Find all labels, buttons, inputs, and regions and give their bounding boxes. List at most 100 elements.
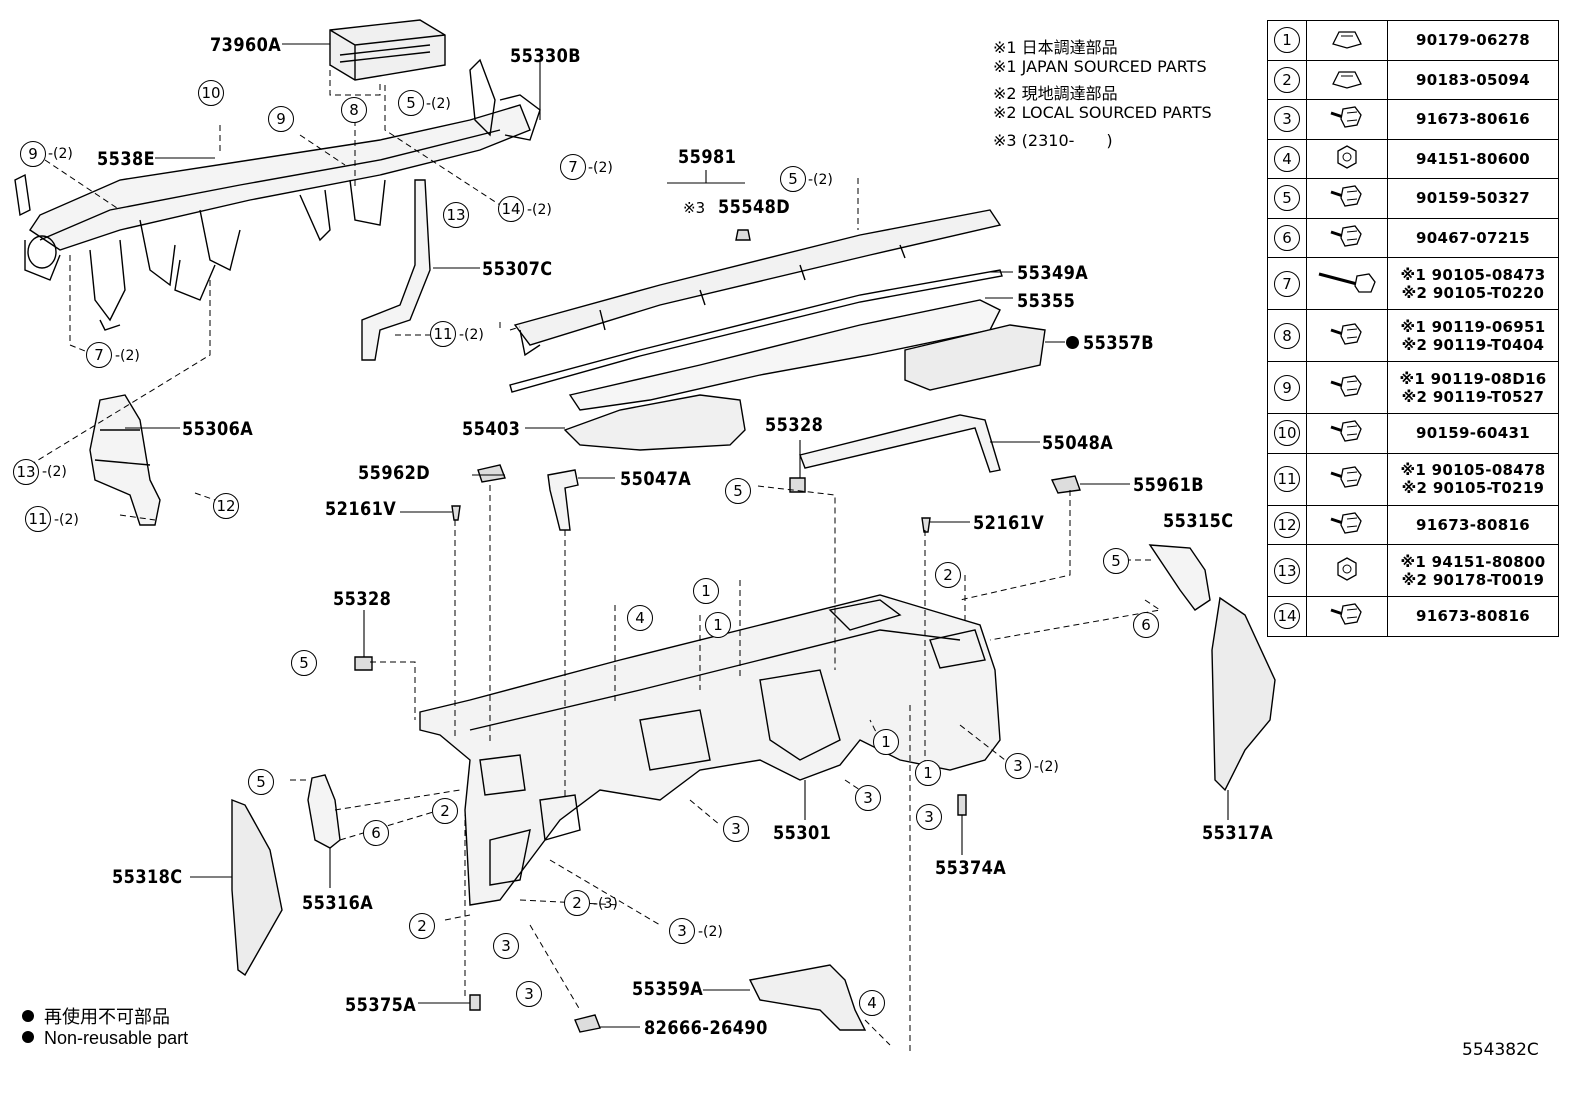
parts-table-row[interactable]: 11※1 90105-08478※2 90105-T0219 (1267, 452, 1559, 506)
callout-2[interactable]: 2 (935, 562, 961, 588)
callout-3[interactable]: 3 (916, 804, 942, 830)
part-number-cell[interactable]: 90179-06278 (1387, 20, 1559, 61)
parts-table-row[interactable]: 8※1 90119-06951※2 90119-T0404 (1267, 309, 1559, 362)
callout-13[interactable]: 13 (13, 459, 39, 485)
label-5538e[interactable]: 5538E (97, 148, 156, 170)
parts-table-row[interactable]: 2 90183-05094 (1267, 59, 1559, 100)
part-number-cell[interactable]: 90159-50327 (1387, 178, 1559, 219)
callout-11[interactable]: 11 (25, 506, 51, 532)
label-55316a[interactable]: 55316A (302, 892, 374, 914)
part-number-cell[interactable]: ※1 90105-08478※2 90105-T0219 (1387, 452, 1559, 506)
label-52161v-left[interactable]: 52161V (325, 498, 397, 520)
callout-1[interactable]: 1 (915, 760, 941, 786)
label-55359a[interactable]: 55359A (632, 978, 704, 1000)
label-55349a[interactable]: 55349A (1017, 262, 1089, 284)
callout-5[interactable]: 5 (725, 478, 751, 504)
callout-9[interactable]: 9 (268, 106, 294, 132)
legend-text: 再使用不可部品 (44, 1007, 170, 1027)
label-55048a[interactable]: 55048A (1042, 432, 1114, 454)
row-number-circle: 2 (1274, 66, 1300, 93)
label-55047a[interactable]: 55047A (620, 468, 692, 490)
callout-7[interactable]: 7 (86, 342, 112, 368)
label-55306a[interactable]: 55306A (182, 418, 254, 440)
callout-2[interactable]: 2 (409, 913, 435, 939)
label-55328-upper[interactable]: 55328 (765, 414, 824, 436)
callout-5[interactable]: 5 (1103, 548, 1129, 574)
qty-label: -(2) (426, 96, 451, 112)
callout-7[interactable]: 7 (560, 154, 586, 180)
callout-5[interactable]: 5 (398, 90, 424, 116)
part-number: ※1 90105-08478 (1400, 461, 1546, 479)
callout-6[interactable]: 6 (1133, 612, 1159, 638)
label-55962d[interactable]: 55962D (358, 462, 431, 484)
callout-4[interactable]: 4 (859, 990, 885, 1016)
callout-3[interactable]: 3 (855, 785, 881, 811)
part-number-cell[interactable]: ※1 90119-08D16※2 90119-T0527 (1387, 361, 1559, 414)
callout-9[interactable]: 9 (20, 141, 46, 167)
label-55328-lower[interactable]: 55328 (333, 588, 392, 610)
label-52161v-right[interactable]: 52161V (973, 512, 1045, 534)
parts-table-row[interactable]: 7※1 90105-08473※2 90105-T0220 (1267, 257, 1559, 310)
callout-1[interactable]: 1 (705, 612, 731, 638)
callout-3[interactable]: 3 (723, 816, 749, 842)
callout-1[interactable]: 1 (873, 729, 899, 755)
parts-table-row[interactable]: 9※1 90119-08D16※2 90119-T0527 (1267, 361, 1559, 414)
part-number-cell[interactable]: ※1 90105-08473※2 90105-T0220 (1387, 257, 1559, 310)
label-55355[interactable]: 55355 (1017, 290, 1076, 312)
label-55375a[interactable]: 55375A (345, 994, 417, 1016)
callout-3[interactable]: 3 (669, 918, 695, 944)
label-82666-26490[interactable]: 82666-26490 (644, 1017, 768, 1039)
callout-2[interactable]: 2 (432, 798, 458, 824)
label-55357b[interactable]: 55357B (1083, 332, 1155, 354)
part-number-cell[interactable]: 91673-80816 (1387, 504, 1559, 545)
callout-14[interactable]: 14 (498, 196, 524, 222)
label-55301[interactable]: 55301 (773, 822, 832, 844)
label-55330b[interactable]: 55330B (510, 45, 582, 67)
part-number-cell[interactable]: 90183-05094 (1387, 59, 1559, 100)
part-number-cell[interactable]: ※1 94151-80800※2 90178-T0019 (1387, 544, 1559, 597)
part-number-cell[interactable]: ※1 90119-06951※2 90119-T0404 (1387, 309, 1559, 362)
bracket-55306a-drawing (89, 394, 161, 526)
label-55548d[interactable]: 55548D (718, 196, 791, 218)
label-55307c[interactable]: 55307C (482, 258, 553, 280)
label-73960a[interactable]: 73960A (210, 34, 282, 56)
callout-8[interactable]: 8 (341, 97, 367, 123)
callout-5[interactable]: 5 (248, 769, 274, 795)
callout-10[interactable]: 10 (198, 80, 224, 106)
callout-12[interactable]: 12 (213, 493, 239, 519)
label-55403[interactable]: 55403 (462, 418, 521, 440)
parts-table-row[interactable]: 13※1 94151-80800※2 90178-T0019 (1267, 544, 1559, 597)
callout-6[interactable]: 6 (363, 820, 389, 846)
callout-11[interactable]: 11 (430, 321, 456, 347)
callout-4[interactable]: 4 (627, 605, 653, 631)
callout-1[interactable]: 1 (693, 578, 719, 604)
part-number-cell[interactable]: 90467-07215 (1387, 217, 1559, 258)
label-55981[interactable]: 55981 (678, 146, 737, 168)
label-55374a[interactable]: 55374A (935, 857, 1007, 879)
part-number-cell[interactable]: 90159-60431 (1387, 413, 1559, 454)
label-55315c[interactable]: 55315C (1163, 510, 1234, 532)
part-number-cell[interactable]: 94151-80600 (1387, 138, 1559, 179)
callout-5[interactable]: 5 (291, 650, 317, 676)
label-55961b[interactable]: 55961B (1133, 474, 1205, 496)
callout-5[interactable]: 5 (780, 166, 806, 192)
callout-13[interactable]: 13 (443, 202, 469, 228)
instrument-panel-reinforcement-drawing (14, 58, 541, 331)
rail-55048a-drawing (799, 414, 1001, 473)
label-55318c[interactable]: 55318C (112, 866, 183, 888)
callout-2[interactable]: 2 (564, 890, 590, 916)
callout-3[interactable]: 3 (516, 981, 542, 1007)
label-55317a[interactable]: 55317A (1202, 822, 1274, 844)
part-number-cell[interactable]: 91673-80616 (1387, 99, 1559, 140)
callout-3[interactable]: 3 (1005, 753, 1031, 779)
part-number-cell[interactable]: 91673-80816 (1387, 596, 1559, 637)
callout-3[interactable]: 3 (493, 933, 519, 959)
